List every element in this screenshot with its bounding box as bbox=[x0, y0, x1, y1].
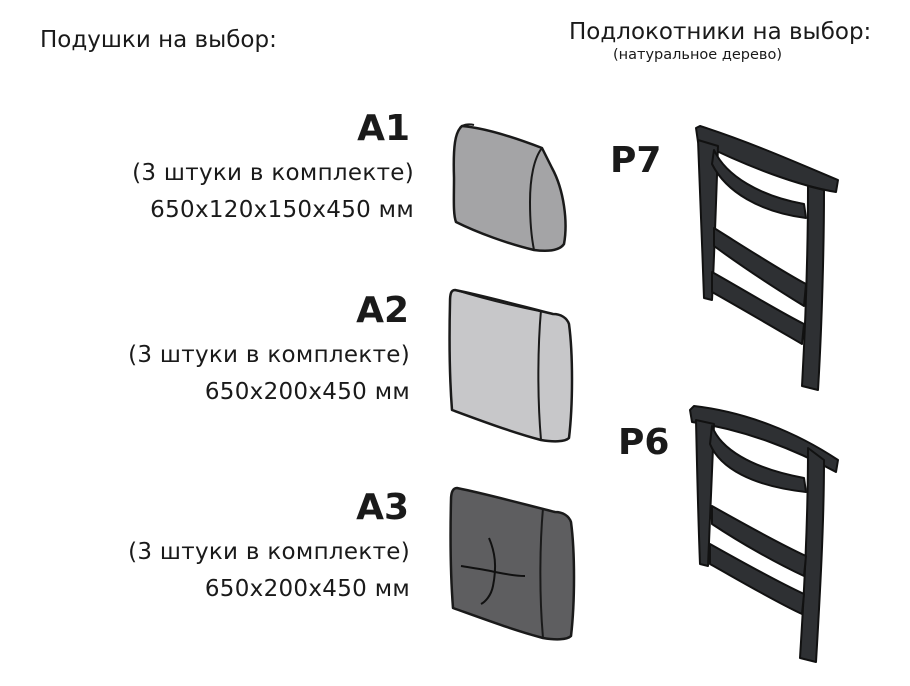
cushion-a3-quantity: (3 штуки в комплекте) bbox=[128, 539, 410, 565]
armrest-p7-code: P7 bbox=[610, 140, 662, 181]
armrest-p6-code: P6 bbox=[618, 422, 670, 463]
cushion-a2-code: A2 bbox=[356, 290, 409, 331]
cushion-a3-code: A3 bbox=[356, 487, 409, 528]
armrest-p7-icon bbox=[695, 125, 839, 391]
cushion-a2-description: (3 штуки в комплекте) 650x200x450 мм bbox=[128, 337, 410, 411]
cushion-a1-code: A1 bbox=[357, 108, 410, 149]
cushion-a1-description: (3 штуки в комплекте) 650x120x150x450 мм bbox=[132, 155, 414, 229]
square-cushion-icon bbox=[448, 288, 574, 443]
cushion-a3-description: (3 штуки в комплекте) 650x200x450 мм bbox=[128, 534, 410, 608]
cushion-a1-quantity: (3 штуки в комплекте) bbox=[132, 160, 414, 186]
cushion-a2-size: 650x200x450 мм bbox=[204, 379, 410, 405]
armrests-heading: Подлокотники на выбор: bbox=[569, 19, 872, 45]
armrests-note: (натуральное дерево) bbox=[613, 47, 782, 63]
tufted-cushion-icon bbox=[449, 486, 576, 641]
wedge-cushion-icon bbox=[452, 123, 567, 252]
cushion-a1-size: 650x120x150x450 мм bbox=[150, 197, 414, 223]
cushion-a3-size: 650x200x450 мм bbox=[204, 576, 410, 602]
armrest-p6-icon bbox=[689, 405, 839, 663]
cushion-a2-quantity: (3 штуки в комплекте) bbox=[128, 342, 410, 368]
cushions-heading: Подушки на выбор: bbox=[40, 27, 277, 53]
